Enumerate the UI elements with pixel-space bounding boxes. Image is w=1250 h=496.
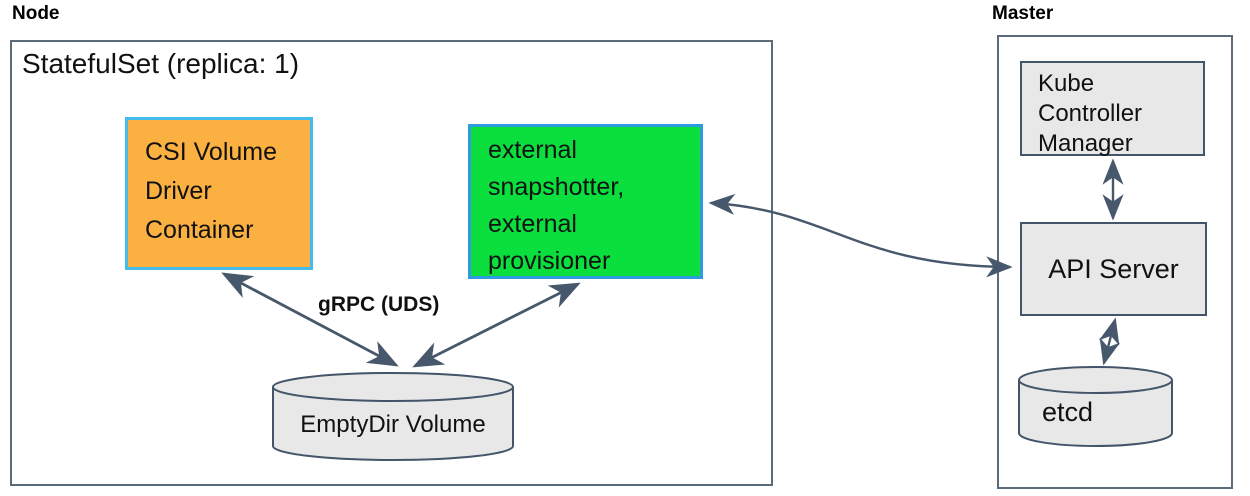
kube-controller-manager-box: Kube Controller Manager [1020,61,1205,157]
kube-controller-manager-label: Kube Controller Manager [1038,70,1143,157]
external-snapshotter-provisioner-box: external snapshotter, external provision… [468,124,703,279]
master-group-label: Master [992,3,1054,24]
api-server-label: API Server [1048,253,1179,284]
csi-volume-driver-container-label: CSI Volume Driver Container [145,138,278,244]
node-group-label: Node [12,3,60,24]
statefulset-label: StatefulSet (replica: 1) [22,48,300,79]
csi-volume-driver-container-box: CSI Volume Driver Container [125,117,313,270]
api-server-box: API Server [1020,222,1207,316]
emptydir-volume-label: EmptyDir Volume [300,411,486,438]
etcd-label: etcd [1042,397,1094,427]
external-snapshotter-provisioner-label: external snapshotter, external provision… [488,136,625,275]
grpc-uds-arrow-label: gRPC (UDS) [318,293,440,316]
